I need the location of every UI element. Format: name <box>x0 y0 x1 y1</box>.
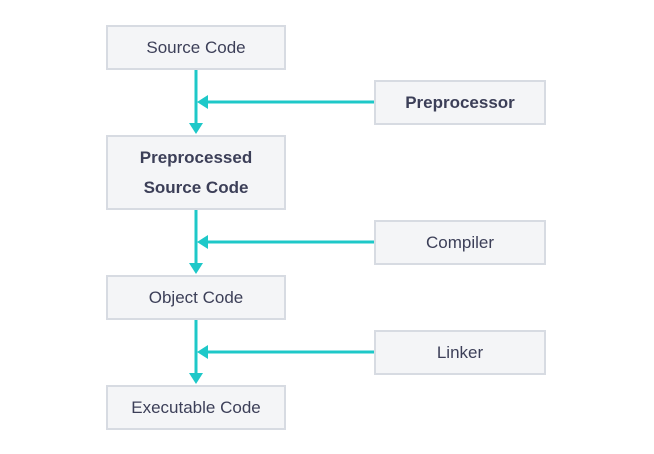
arrowhead-left-icon <box>197 345 208 359</box>
arrowhead-left-icon <box>197 95 208 109</box>
tool-linker: Linker <box>374 330 546 375</box>
tool-label: Linker <box>436 342 484 362</box>
arrowhead-down-icon <box>189 123 203 134</box>
stage-preprocessed-source-code: Preprocessed Source Code <box>106 135 286 210</box>
arrowhead-left-icon <box>197 235 208 249</box>
tool-label: Preprocessor <box>405 92 515 112</box>
arrowhead-down-icon <box>189 373 203 384</box>
stage-executable-code: Executable Code <box>106 385 286 430</box>
stage-label: Executable Code <box>131 397 261 417</box>
arrowhead-down-icon <box>189 263 203 274</box>
stage-object-code: Object Code <box>106 275 286 320</box>
tool-preprocessor: Preprocessor <box>374 80 546 125</box>
stage-source-code: Source Code <box>106 25 286 70</box>
stage-label-line-1: Preprocessed <box>139 147 253 167</box>
stage-label: Object Code <box>148 287 244 307</box>
stage-label: Source Code <box>146 37 246 57</box>
stage-label-line-2: Source Code <box>143 177 249 197</box>
tool-label: Compiler <box>425 232 495 252</box>
tool-compiler: Compiler <box>374 220 546 265</box>
